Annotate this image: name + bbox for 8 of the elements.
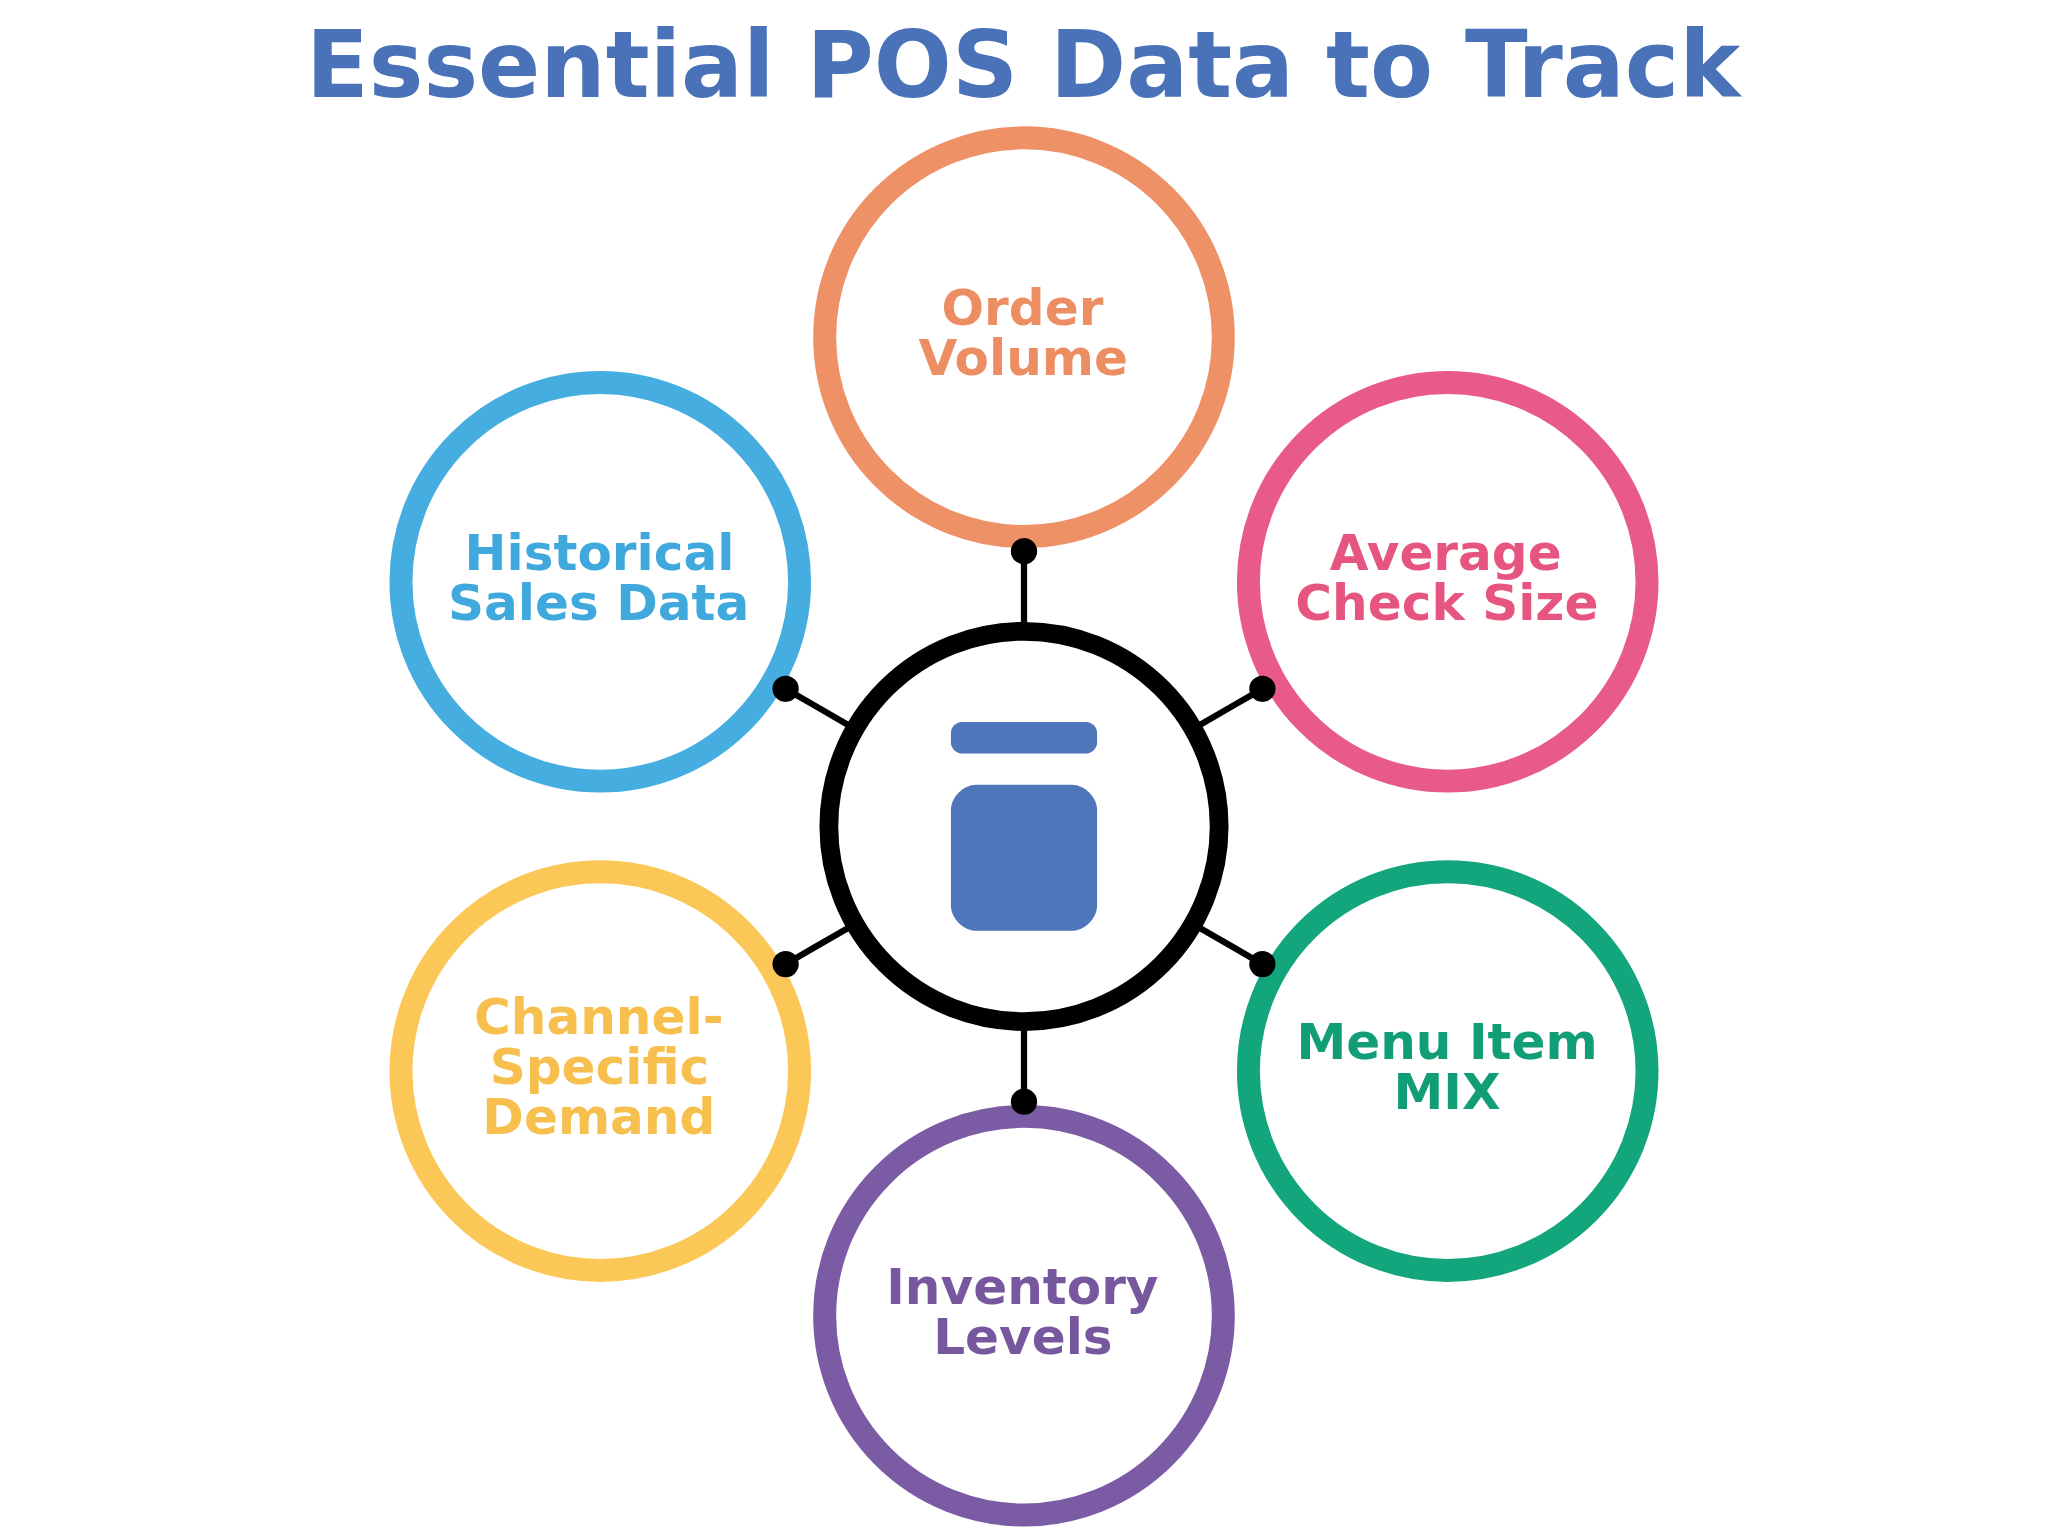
node-circle: Average Check Size [1236, 371, 1659, 793]
node-picture [819, 621, 1229, 1031]
node-circle: Channel-Specific Demand [389, 860, 812, 1282]
node-circle: Inventory Levels [813, 1104, 1235, 1527]
node-circle: Historical Sales Data [389, 371, 812, 793]
diagram-title: Essential POS Data to Track [306, 11, 1741, 119]
node-circle: Order Volume [813, 126, 1235, 548]
node-circle: Menu Item MIX [1236, 860, 1659, 1282]
